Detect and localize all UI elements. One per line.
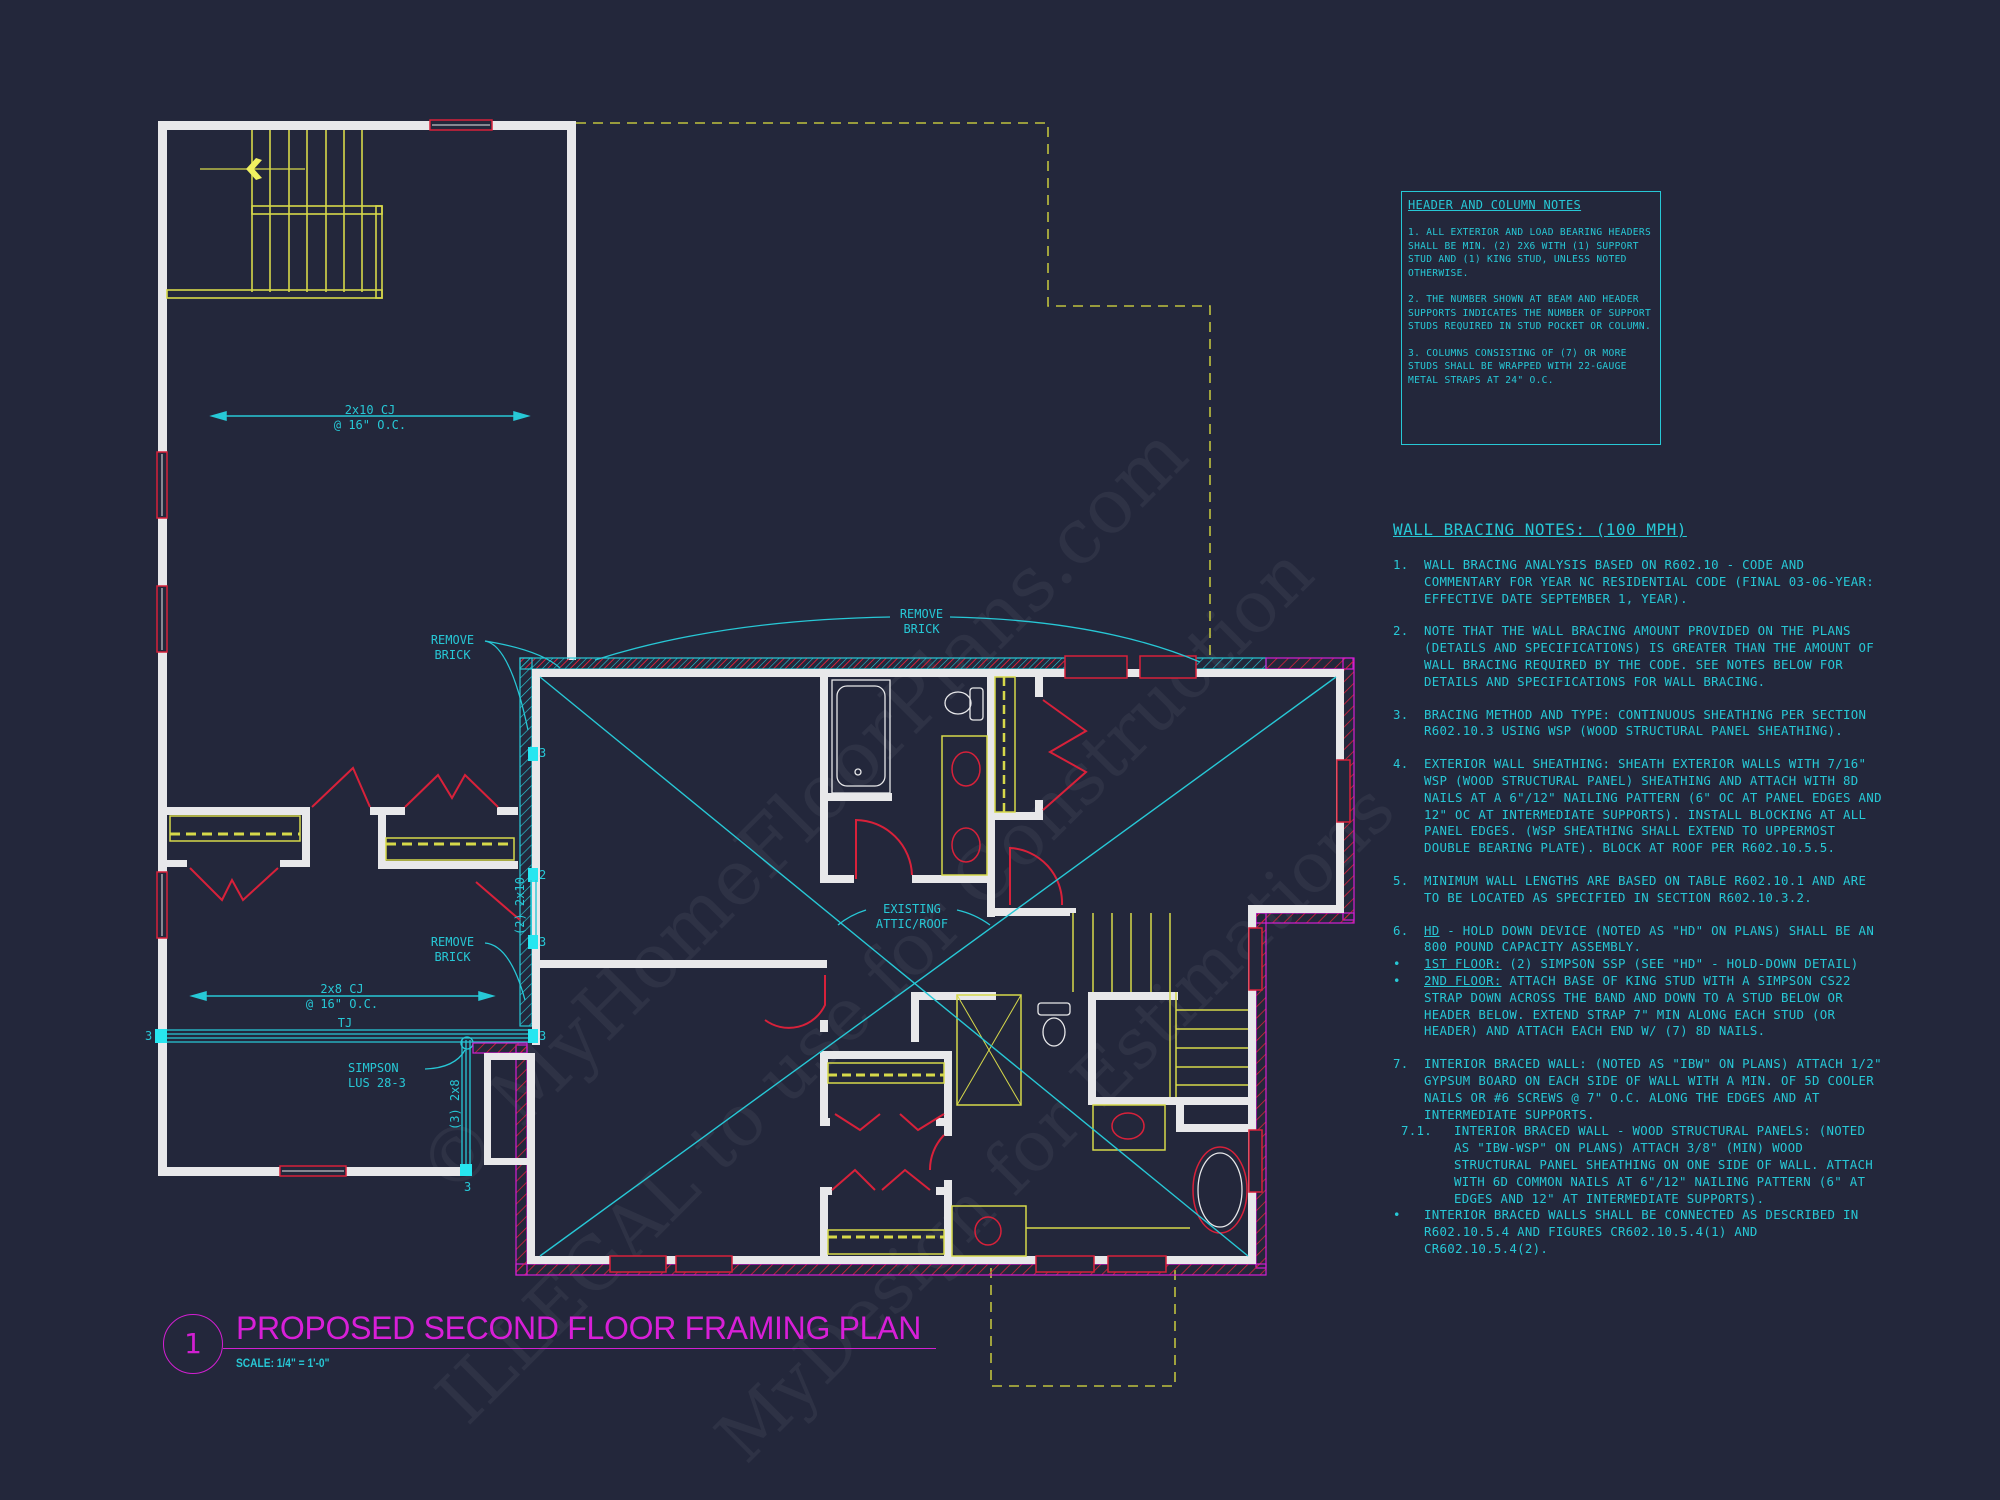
stud-count: 3 (539, 935, 547, 949)
bracing-note: 6.HD - HOLD DOWN DEVICE (NOTED AS "HD" O… (1393, 922, 1875, 955)
stair-direction-arrow-icon (246, 158, 262, 180)
interior-walls (820, 677, 1248, 1257)
bracing-note: 7.INTERIOR BRACED WALL: (NOTED AS "IBW" … (1393, 1056, 1882, 1122)
bracing-note: •INTERIOR BRACED WALLS SHALL BE CONNECTE… (1393, 1207, 1859, 1256)
wall-bracing-notes: WALL BRACING NOTES: (100 MPH) 1.WALL BRA… (1393, 520, 1883, 1274)
lower-stair (1072, 913, 1248, 1097)
bracing-note-sub: 7.1.INTERIOR BRACED WALL - WOOD STRUCTUR… (1401, 1123, 1874, 1206)
bracing-note: •2ND FLOOR: ATTACH BASE OF KING STUD WIT… (1393, 972, 1851, 1039)
bracing-note: •1ST FLOOR: (2) SIMPSON SSP (SEE "HD" - … (1393, 956, 1859, 972)
left-closets (167, 766, 518, 902)
stud-count: 3 (539, 1029, 547, 1043)
stud-count: 3 (539, 746, 547, 760)
remove-brick-label-lower: REMOVE BRICK (430, 935, 475, 964)
header-column-notes-title: HEADER AND COLUMN NOTES (1408, 198, 1582, 212)
upper-stair (166, 130, 383, 299)
header-column-notes: HEADER AND COLUMN NOTES 1. ALL EXTERIOR … (1401, 191, 1661, 445)
header-note: 2. THE NUMBER SHOWN AT BEAM AND HEADER S… (1408, 294, 1652, 332)
vanities (827, 676, 1190, 1257)
detail-number: 1 (163, 1314, 223, 1374)
drawing-title: PROPOSED SECOND FLOOR FRAMING PLAN (236, 1310, 922, 1346)
existing-outline (576, 122, 1211, 1387)
leader-lines (424, 616, 1201, 1070)
stud-count: 2 (539, 868, 547, 882)
attic-diagonals (539, 676, 1337, 1257)
bracing-note: 3.BRACING METHOD AND TYPE: CONTINUOUS SH… (1393, 706, 1867, 739)
existing-attic-label: EXISTING ATTIC/ROOF (875, 902, 949, 931)
bracing-note: 4.EXTERIOR WALL SHEATHING: SHEATH EXTERI… (1393, 756, 1882, 856)
doors (475, 699, 1088, 1191)
joist-arrows (189, 411, 531, 1001)
remove-brick-label-top: REMOVE BRICK (899, 607, 944, 636)
bracing-note: 2.NOTE THAT THE WALL BRACING AMOUNT PROV… (1393, 623, 1875, 689)
main-windows (609, 655, 1351, 1273)
simpson-hanger-label: SIMPSON LUS 28-3 (348, 1061, 406, 1090)
stud-pockets (528, 747, 538, 1043)
stud-count: 3 (145, 1029, 153, 1043)
wall-bracing-title: WALL BRACING NOTES: (100 MPH) (1393, 520, 1687, 539)
left-wing-walls (158, 121, 576, 1176)
joist-label-2x8: 2x8 CJ @ 16" O.C. (305, 982, 379, 1011)
main-house-walls (484, 669, 1344, 1264)
beam-3x8-label: (3) 2x8 (448, 1079, 462, 1130)
header-2x10-label: (2) 2x10 (513, 877, 527, 935)
title-underline (223, 1348, 936, 1349)
remove-brick-label-left: REMOVE BRICK (430, 633, 475, 662)
bracing-note: 5.MINIMUM WALL LENGTHS ARE BASED ON TABL… (1393, 872, 1867, 905)
joist-label-2x10: 2x10 CJ @ 16" O.C. (333, 403, 407, 432)
header-note: 1. ALL EXTERIOR AND LOAD BEARING HEADERS… (1408, 227, 1652, 279)
stud-count: 3 (464, 1180, 472, 1194)
header-note: 3. COLUMNS CONSISTING OF (7) OR MORE STU… (1408, 347, 1627, 386)
drawing-scale: SCALE: 1/4" = 1'-0" (236, 1356, 330, 1370)
bracing-note: 1.WALL BRACING ANALYSIS BASED ON R602.10… (1393, 557, 1875, 606)
bath-fixtures (831, 679, 1243, 1228)
tj-label: TJ (337, 1016, 353, 1030)
